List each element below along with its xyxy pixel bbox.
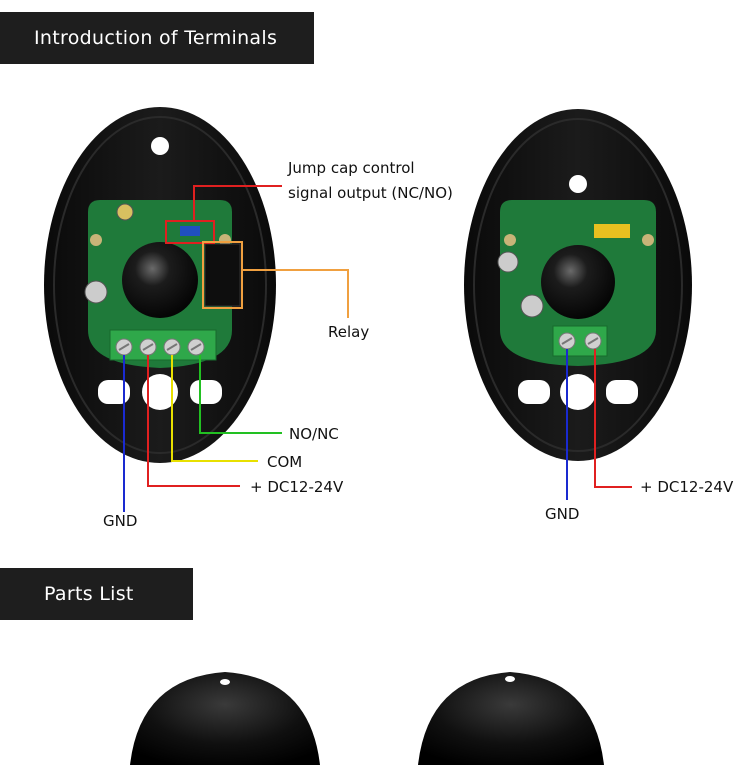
jump-cap-label-line2: signal output (NC/NO) [288,184,453,202]
part-dome-left-hole [220,679,230,685]
left-jump-cap [180,226,200,236]
right-sensor-device [464,109,692,461]
part-dome-right [418,672,604,765]
right-power-label: + DC12-24V [640,478,734,496]
left-gnd-label: GND [103,512,137,530]
left-callout-wires [123,185,349,512]
right-bottom-slot-right [606,380,638,404]
com-wire [171,355,258,462]
relay-wire [242,269,349,318]
right-callout-wires [566,349,632,500]
part-dome-right-hole [505,676,515,682]
left-bottom-hole-center [142,374,178,410]
left-bottom-slot-right [190,380,222,404]
parts-section-header: Parts List [0,568,193,620]
left-power-wire [147,355,240,487]
parts-list-images [130,672,604,765]
com-label: COM [267,453,302,471]
left-top-mount-hole [151,137,169,155]
jump-cap-highlight [165,220,215,244]
parts-section-title: Parts List [44,583,134,605]
relay-label: Relay [328,323,369,341]
part-dome-left [130,672,320,765]
right-bottom-hole-center [560,374,596,410]
right-power-wire [594,349,632,488]
left-bottom-slot-left [98,380,130,404]
right-yellow-component [594,224,630,238]
right-bottom-slot-left [518,380,550,404]
relay-highlight [202,241,243,309]
left-lens [122,242,198,318]
terminals-section-header: Introduction of Terminals [0,12,314,64]
nonc-wire [199,355,282,434]
left-capacitor [84,280,108,304]
right-top-mount-hole [569,175,587,193]
left-power-label: + DC12-24V [250,478,344,496]
jump-cap-label-line1: Jump cap control [287,159,415,177]
right-capacitor [520,294,544,318]
jump-cap-wire [193,185,282,221]
nonc-label: NO/NC [289,425,339,443]
left-relay [204,243,241,307]
right-gnd-label: GND [545,505,579,523]
right-lens [541,245,615,319]
terminals-section-title: Introduction of Terminals [34,27,278,49]
